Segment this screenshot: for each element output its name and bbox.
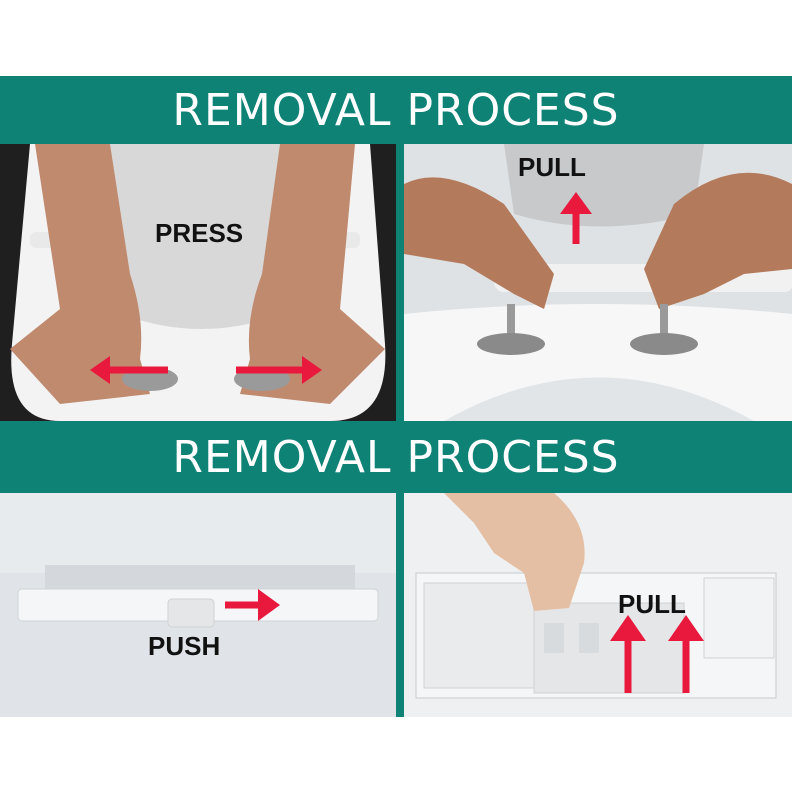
top-banner: REMOVAL PROCESS <box>0 76 792 144</box>
vertical-divider-top <box>396 144 404 421</box>
push-scene <box>0 493 396 717</box>
press-panel: PRESS <box>0 144 396 421</box>
press-label: PRESS <box>155 218 244 248</box>
vertical-divider-bottom <box>396 493 404 717</box>
pull-bottom-panel: PULL <box>404 493 792 717</box>
bottom-banner: REMOVAL PROCESS <box>0 421 792 493</box>
press-scene <box>0 144 396 421</box>
push-panel: PUSH <box>0 493 396 717</box>
pull-bottom-label: PULL <box>618 589 686 619</box>
pull-top-scene <box>404 144 792 421</box>
top-banner-title: REMOVAL PROCESS <box>172 84 620 136</box>
pull-bottom-scene <box>404 493 792 717</box>
pull-top-panel: PULL <box>404 144 792 421</box>
bottom-banner-title: REMOVAL PROCESS <box>172 431 620 483</box>
push-label: PUSH <box>148 631 221 661</box>
pull-top-label: PULL <box>518 152 586 182</box>
